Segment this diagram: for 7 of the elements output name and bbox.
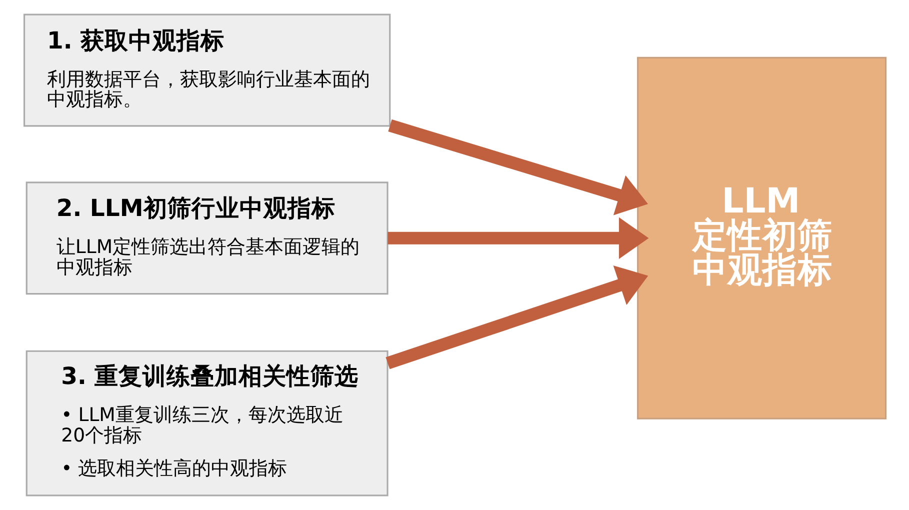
arrow — [387, 217, 648, 259]
node-box: LLM 定性初筛中观指标 — [636, 56, 886, 420]
arrow — [388, 119, 648, 216]
node-box: 1. 获取中观指标 利用数据平台，获取影响行业基本面的中观指标。 — [23, 14, 390, 127]
node-box: 2. LLM初筛行业中观指标 让LLM定性筛选出符合基本面逻辑的中观指标 — [25, 182, 388, 295]
arrow — [385, 265, 648, 370]
node-box: 3. 重复训练叠加相关性筛选 • LLM重复训练三次，每次选取近20个指标 • 选取相关性高的中观指标 — [25, 350, 388, 496]
